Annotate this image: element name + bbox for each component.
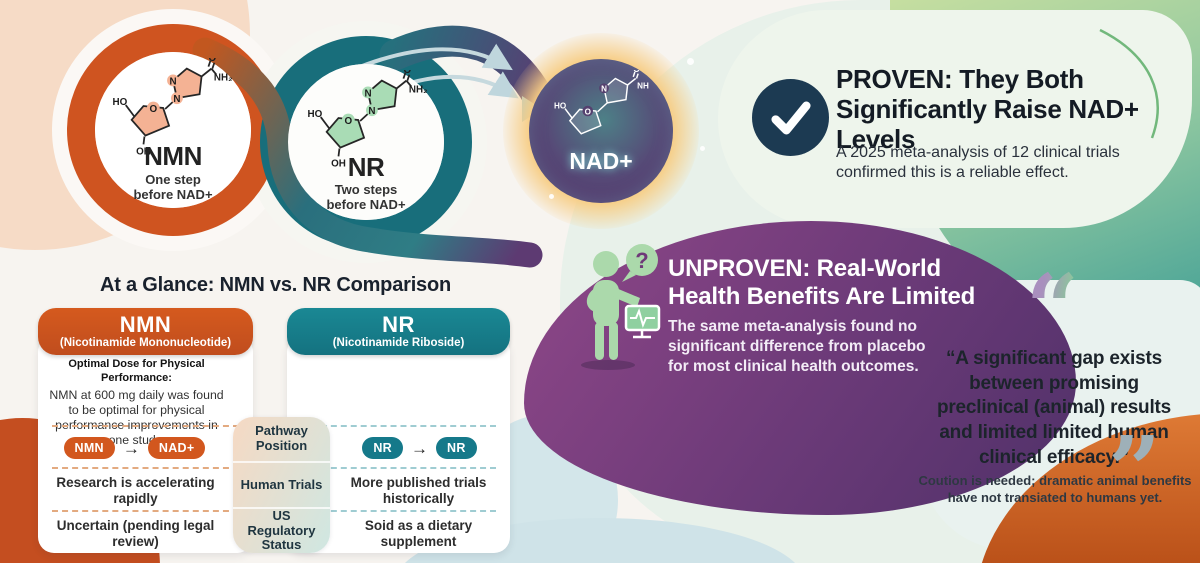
proven-title: PROVEN: They Both Significantly Raise NA… <box>836 64 1139 155</box>
nmn-ring-inner <box>95 52 251 208</box>
nad-circle <box>529 59 673 203</box>
quote-caption: Coution is needed; dramatic animal benef… <box>918 473 1192 505</box>
atom-label: N <box>173 94 180 105</box>
nr-regulatory-cell: Soid as a dietary supplement <box>364 518 473 550</box>
nr-ring-inner <box>288 64 444 220</box>
nmn-caption: One step before NAD+ <box>113 172 233 202</box>
nmn-regulatory-cell: Uncertain (pending legal review) <box>56 518 215 550</box>
atom-label: O <box>633 70 639 74</box>
unproven-title: UNPROVEN: Real-World Health Benefits Are… <box>668 255 976 311</box>
nmn-column-card: Optimal Dose for Physical Performance: N… <box>38 336 253 553</box>
arrow-right-icon: → <box>122 438 140 458</box>
nr-caption-line2: before NAD+ <box>326 197 406 212</box>
nmn-dose-body: NMN at 600 mg daily was found to be opti… <box>49 387 224 447</box>
atom-label: HO <box>112 97 127 108</box>
row-label-pathway: Pathway Position <box>255 423 308 453</box>
atom-label: N <box>169 76 176 87</box>
row-divider <box>52 425 239 427</box>
atom-label: NH₂ <box>409 84 428 95</box>
sparkle-dot <box>549 194 554 199</box>
nmn-column-header: NMN (Nicotinamide Mononucleotide) <box>38 308 253 355</box>
row-divider <box>301 467 496 469</box>
nmn-trials-cell: Research is accelerating rapidly <box>56 475 215 507</box>
nr-trials-cell: More published trials historically <box>350 475 487 507</box>
close-quote-icon: ” <box>1108 416 1161 524</box>
atom-label: OH <box>331 158 346 169</box>
person-question-icon: ? <box>581 244 661 370</box>
nmn-pathway-cell: NMN → NAD+ <box>38 431 231 465</box>
open-quote-icon: “ <box>1026 254 1079 362</box>
nmn-header-subtitle: (Nicotinamide Mononucleotide) <box>59 336 232 349</box>
nr-pathway-cell: NR → NR <box>329 431 510 465</box>
nr-header-name: NR <box>382 311 415 337</box>
nmn-caption-line2: before NAD+ <box>133 187 213 202</box>
row-label-regulatory: US Regulatory Status <box>233 507 330 553</box>
proven-body: A 2025 meta-analysis of 12 clinical tria… <box>836 144 1120 182</box>
row-label-trials: Human Trials <box>233 461 330 507</box>
sparkle-dot <box>687 58 694 65</box>
atom-label: NH₂ <box>214 72 233 83</box>
atom-label: HO <box>307 109 322 120</box>
check-circle <box>752 79 829 156</box>
atom-label: HO <box>554 102 566 111</box>
nr-caption-line1: Two steps <box>334 182 398 197</box>
nr-pill: NR <box>436 437 477 459</box>
nmn-dose-cell: Optimal Dose for Physical Performance: N… <box>46 358 227 448</box>
nad-pill: NAD+ <box>147 437 206 459</box>
nmn-caption-line1: One step <box>145 172 201 187</box>
nad-label: NAD+ <box>569 148 633 174</box>
ecg-monitor-icon <box>624 304 661 339</box>
atom-label: N <box>601 85 607 94</box>
question-mark-glyph: ? <box>635 248 648 273</box>
atom-label: N <box>368 106 375 117</box>
check-icon <box>770 101 811 134</box>
nmn-header-name: NMN <box>119 311 172 337</box>
flow-arrow-icon <box>351 43 513 72</box>
infinity-ribbon <box>192 37 543 268</box>
sparkle-dot <box>700 146 705 151</box>
quote-text: “A significant gap exists between promis… <box>936 348 1172 468</box>
unproven-body: The same meta-analysis found no signific… <box>668 318 926 376</box>
atom-label: O <box>404 70 412 76</box>
atom-label: O <box>585 107 591 116</box>
atom-label: NH <box>637 81 649 90</box>
row-divider <box>52 467 239 469</box>
nr-caption: Two steps before NAD+ <box>306 182 426 212</box>
row-divider <box>301 425 496 427</box>
row-label-strip: Pathway Position Human Trials US Regulat… <box>233 417 330 553</box>
nmn-label: NMN <box>144 141 202 171</box>
nmn-pill: NMN <box>63 437 115 459</box>
nr-molecule-icon: HO O OH N N O NH₂ <box>307 70 428 169</box>
comparison-title: At a Glance: NMN vs. NR Comparison <box>99 274 452 296</box>
arrow-right-icon: → <box>411 438 428 458</box>
nr-column-header: NR (Nicotinamide Riboside) <box>287 308 510 355</box>
nr-label: NR <box>347 152 385 182</box>
atom-label: N <box>364 88 371 99</box>
nr-header-subtitle: (Nicotinamide Riboside) <box>332 336 465 349</box>
nr-pill: NR <box>362 437 403 459</box>
atom-label: OH <box>136 146 151 157</box>
row-divider <box>52 510 239 512</box>
atom-label: O <box>344 116 352 127</box>
atom-label: O <box>149 104 157 115</box>
nmn-molecule-icon: HO O OH N N O NH₂ <box>112 58 233 157</box>
nad-molecule-icon: HO O N O NH <box>554 70 649 135</box>
atom-label: O <box>209 58 217 64</box>
row-divider <box>301 510 496 512</box>
nmn-dose-heading: Optimal Dose for Physical Performance: <box>68 358 205 384</box>
